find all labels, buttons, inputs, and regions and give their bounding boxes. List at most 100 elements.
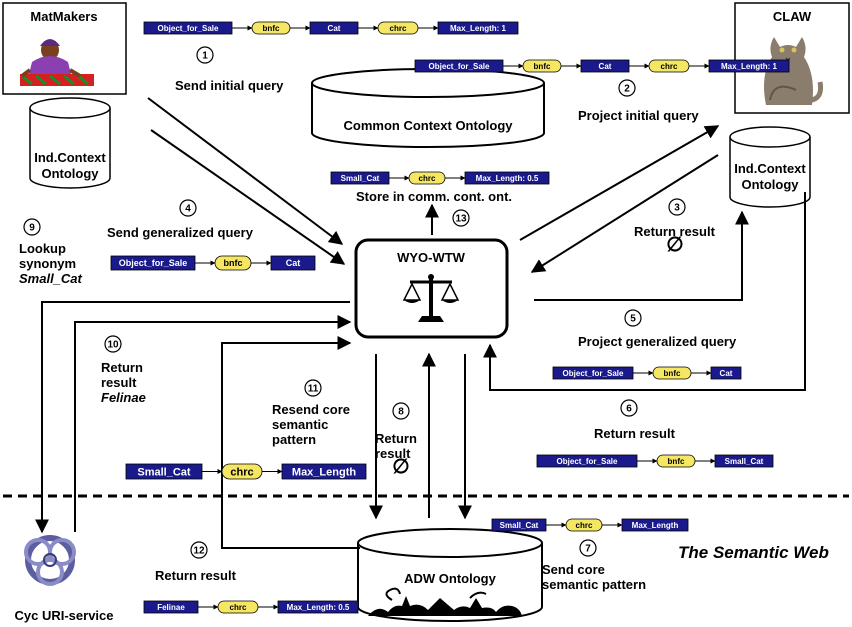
arrow-6 (483, 192, 806, 391)
concept-label: Object_for_Sale (119, 258, 188, 268)
concept-label: Cat (328, 24, 341, 33)
arrow-9 (35, 301, 350, 534)
concept-label: Max_Length (632, 521, 679, 530)
concept-label: Object_for_Sale (158, 24, 219, 33)
concept-label: Max_Length: 0.5 (287, 603, 350, 612)
step-number: 12 (193, 546, 205, 557)
step-text: semantic pattern (542, 577, 646, 592)
woman-weaving-icon (20, 39, 94, 86)
step-number: 6 (626, 404, 632, 415)
step-number-circle (23, 218, 41, 236)
step-number: 5 (630, 314, 636, 325)
step-text: Return result (594, 426, 676, 441)
concept-box (710, 366, 742, 380)
step-text: Return result (634, 224, 716, 239)
concept-label: Object_for_Sale (429, 62, 490, 71)
adw-label: ADW Ontology (404, 571, 496, 586)
concept-label: Max_Length: 0.5 (476, 174, 539, 183)
concept-label: Max_Length (292, 466, 356, 478)
step-text: Send initial query (175, 78, 284, 93)
step-number-circle (190, 541, 208, 559)
relation-label: chrc (230, 603, 247, 612)
step-italic-term: Small_Cat (19, 271, 83, 286)
step-number-circle (579, 539, 597, 557)
cyc-service-node: Cyc URI-service (15, 535, 114, 623)
empty-set-symbol: ∅ (666, 234, 683, 256)
concept-box (277, 600, 359, 614)
wyo-wtw-node: WYO-WTW (354, 238, 509, 339)
concept-label: Max_Length: 1 (450, 24, 507, 33)
step-number-circle (392, 402, 410, 420)
step-number-circle (179, 199, 197, 217)
step-number-circle (668, 198, 686, 216)
db-label-line: Ind.Context (734, 161, 806, 176)
relation-label: chrc (576, 521, 593, 530)
step-text: Return result (155, 568, 237, 583)
relation-label: bnfc (668, 457, 685, 466)
concept-label: Felinae (157, 603, 185, 612)
step-text: result (101, 375, 137, 390)
concept-box (708, 59, 790, 73)
step-text: Project initial query (578, 108, 699, 123)
concept-box (714, 454, 774, 468)
step-number: 3 (674, 203, 680, 214)
step-text: Send core (542, 562, 605, 577)
relation-label: chrc (230, 466, 253, 478)
concept-box (270, 255, 316, 271)
concept-label: Object_for_Sale (557, 457, 618, 466)
chain-resend-11: Small_Cat chrc Max_Length (125, 463, 367, 480)
step-number: 7 (585, 544, 591, 555)
arrow-4 (150, 129, 346, 265)
adw-ontology: ADW Ontology (357, 528, 543, 622)
chain-result-12: Felinae chrc Max_Length: 0.5 (143, 600, 359, 614)
step-text: Lookup (19, 241, 66, 256)
arrow-11 (221, 336, 360, 549)
claw-node: CLAW (734, 2, 850, 114)
arrow-2 (519, 125, 720, 241)
arrow-1 (147, 97, 344, 245)
step-text: synonym (19, 256, 76, 271)
concept-label: Object_for_Sale (563, 369, 624, 378)
matmakers-label: MatMakers (30, 9, 97, 24)
semantic-web-label: The Semantic Web (678, 543, 829, 562)
cyc-knot-icon (24, 535, 76, 586)
step-number: 4 (185, 204, 191, 215)
db-label-line: Ontology (41, 166, 99, 181)
step-number-circle (624, 309, 642, 327)
step-text: Return (101, 360, 143, 375)
concept-label: Cat (599, 62, 612, 71)
concept-label: Small_Cat (137, 466, 191, 478)
relation-label: chrc (419, 174, 436, 183)
concept-box (281, 463, 367, 480)
cyc-label: Cyc URI-service (15, 608, 114, 623)
savanna-silhouette-icon (368, 587, 522, 616)
step-number: 1 (202, 51, 208, 62)
step-number: 11 (308, 384, 319, 395)
arrow-3 (530, 154, 719, 273)
step-number-circle (618, 79, 636, 97)
relation-label: bnfc (263, 24, 280, 33)
concept-box (621, 518, 689, 532)
step-number: 2 (624, 84, 630, 95)
ind-context-ontology-left: Ind.Context Ontology (29, 97, 111, 189)
relation-label: bnfc (224, 258, 243, 268)
step-text: result (375, 446, 411, 461)
concept-label: Max_Length: 1 (721, 62, 778, 71)
